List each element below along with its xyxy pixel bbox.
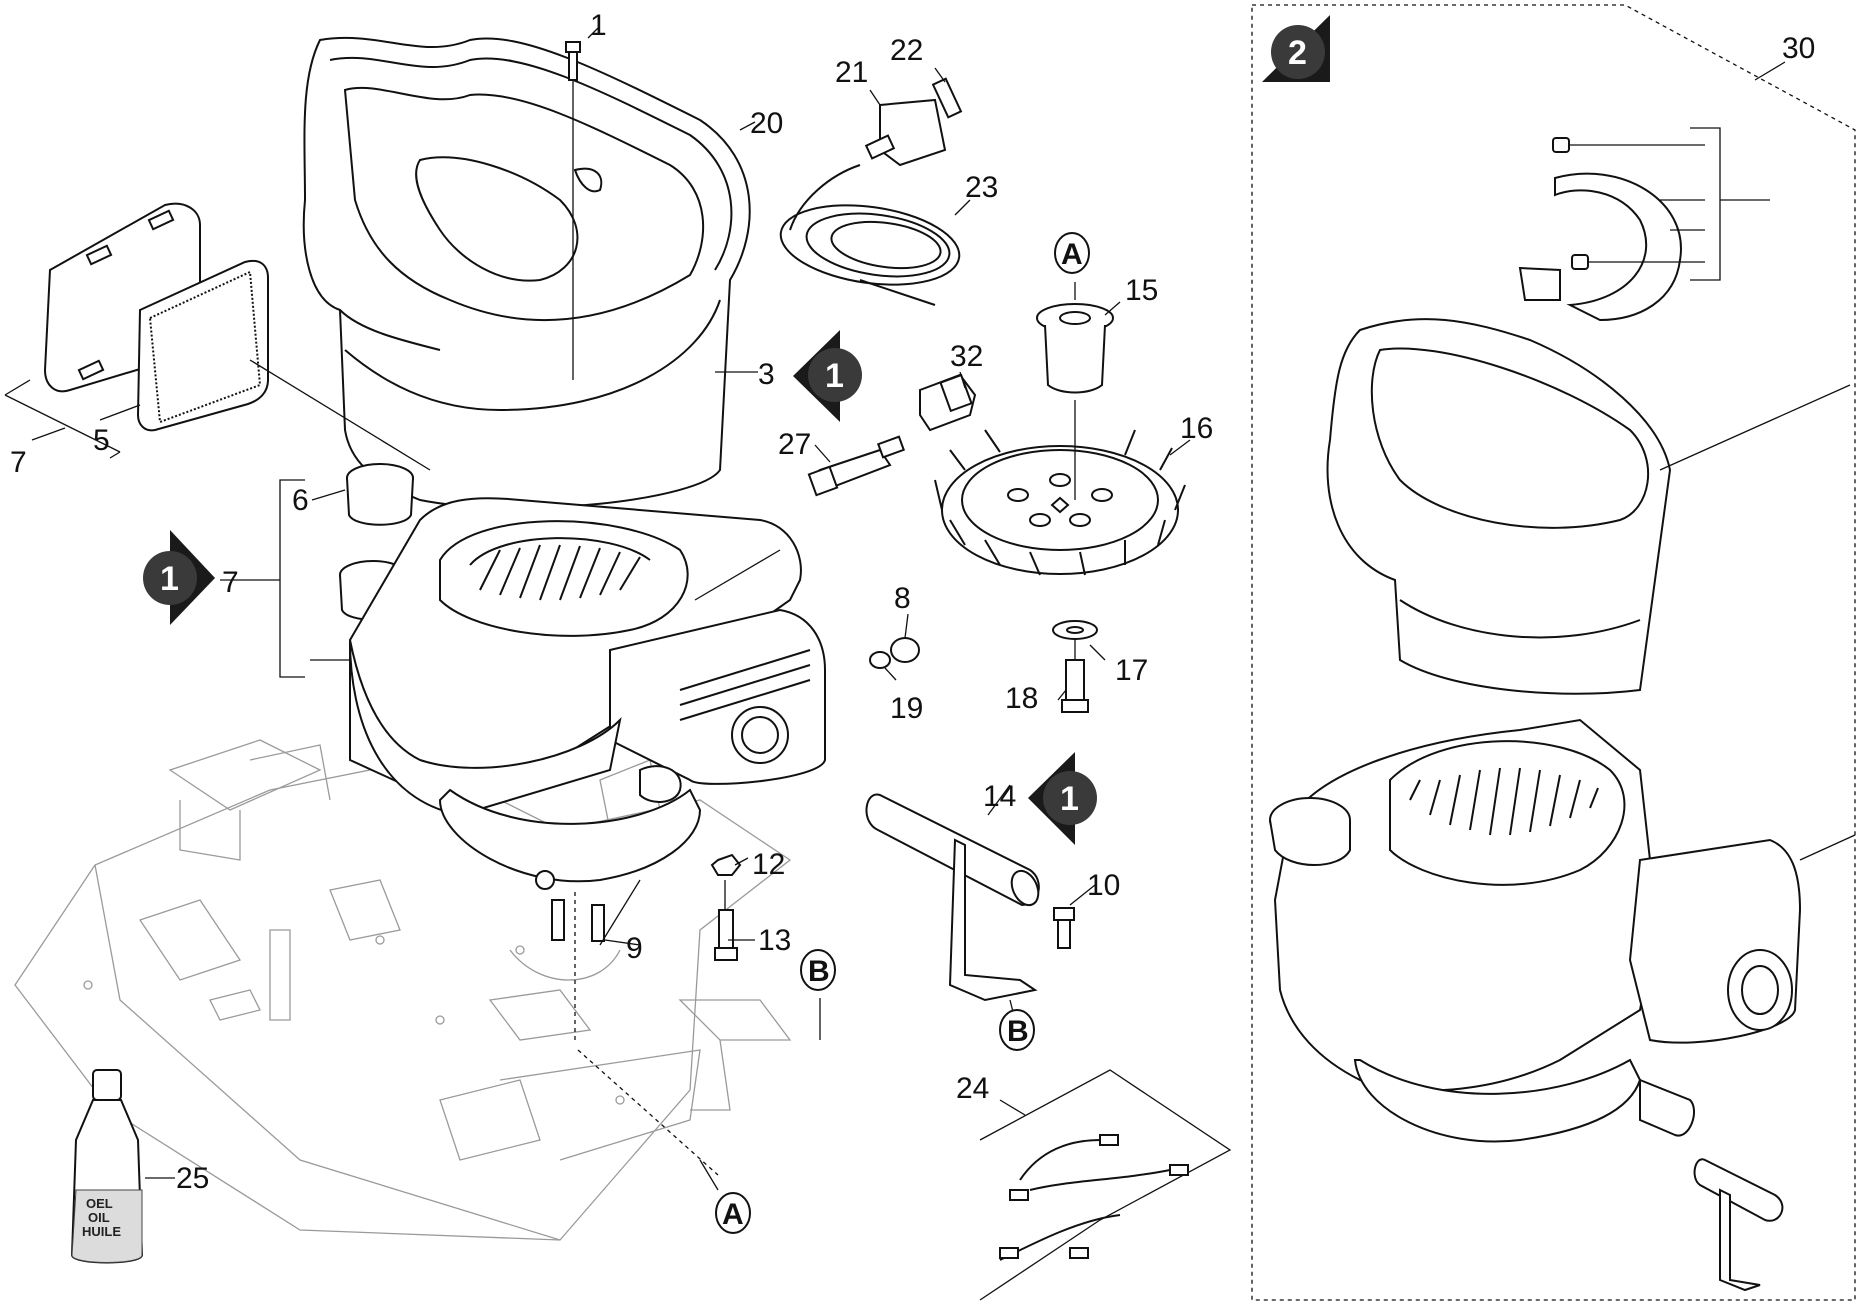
ref-a-top-label: A [1061, 238, 1083, 271]
bottle-label-line-1: OEL [86, 1196, 113, 1211]
label-part-13: 13 [758, 924, 791, 957]
ref-b-left-label: B [808, 955, 830, 988]
label-part-22: 22 [890, 34, 923, 67]
label-part-30: 30 [1782, 32, 1815, 65]
seal-part-19 [869, 651, 891, 669]
variant-badge-1-b-label: 1 [160, 560, 179, 598]
bolt-part-10 [1053, 907, 1075, 949]
variant-badge-1-a: 1 [793, 330, 862, 422]
variant-badge-2-label: 2 [1288, 34, 1307, 72]
label-part-1: 1 [590, 9, 607, 42]
ref-b-left [800, 949, 836, 991]
bushing-part-15 [1036, 303, 1114, 394]
label-part-19: 19 [890, 692, 923, 725]
ref-a-top [1054, 232, 1090, 274]
ref-b-right [999, 1009, 1035, 1051]
label-part-25: 25 [176, 1162, 209, 1195]
label-part-5: 5 [93, 424, 110, 457]
pin-part-9 [591, 904, 605, 942]
label-part-23: 23 [965, 171, 998, 204]
variant-badge-1-b: 1 [143, 530, 215, 625]
nut-part-12 [710, 853, 742, 876]
variant-badge-1-c-label: 1 [1060, 780, 1079, 818]
ref-a-bottom-label: A [722, 1198, 744, 1231]
key-part-8 [890, 637, 920, 663]
cooling-fan-part-16 [934, 429, 1186, 576]
shroud-bowl-part-3 [302, 36, 751, 510]
ref-b-right-label: B [1007, 1015, 1029, 1048]
label-part-9: 9 [626, 932, 643, 965]
starter-cord-part-23 [779, 164, 961, 306]
label-part-21: 21 [835, 56, 868, 89]
label-part-7-upper: 7 [10, 446, 27, 479]
label-part-15: 15 [1125, 274, 1158, 307]
label-part-10: 10 [1087, 869, 1120, 902]
oil-bottle-part-25: OEL OIL HUILE [70, 1069, 144, 1264]
label-part-24: 24 [956, 1072, 989, 1105]
fitting-part-32 [919, 373, 977, 432]
label-part-27: 27 [778, 428, 811, 461]
reference-letters: A A B B [715, 232, 1090, 1234]
label-part-8: 8 [894, 582, 911, 615]
label-part-16: 16 [1180, 412, 1213, 445]
wiring-harness-part-24 [979, 1069, 1232, 1301]
variant-badge-1-c: 1 [1028, 752, 1097, 845]
label-part-3: 3 [758, 358, 775, 391]
bottle-label-line-3: HUILE [82, 1224, 121, 1239]
engine-block [349, 497, 826, 941]
label-part-6: 6 [292, 484, 309, 517]
variant-badge-2: 2 [1262, 15, 1330, 82]
leader-lines [4, 27, 1856, 1191]
bolt-part-13 [714, 909, 738, 961]
bolt-part-18 [1061, 659, 1089, 713]
label-part-17: 17 [1115, 654, 1148, 687]
ref-a-bottom [715, 1192, 751, 1234]
tube-bracket-part-14 [865, 793, 1040, 1002]
screw-part-1 [565, 41, 581, 380]
label-part-7: 7 [222, 566, 239, 599]
label-part-12: 12 [752, 848, 785, 881]
part-labels: 1 20 21 22 23 15 32 3 16 27 5 7 6 7 8 19… [10, 9, 1815, 1195]
bottle-label-line-2: OIL [88, 1210, 110, 1225]
label-part-20: 20 [750, 107, 783, 140]
starter-handle-part-21 [864, 77, 963, 167]
washer-part-17 [1052, 620, 1098, 640]
frame-plate [14, 739, 792, 1241]
variant-badge-1-a-label: 1 [825, 357, 844, 395]
label-part-14: 14 [983, 780, 1016, 813]
spark-plug-part-27 [807, 435, 906, 497]
variant-panel-2 [1251, 4, 1856, 1301]
label-part-18: 18 [1005, 682, 1038, 715]
label-part-32: 32 [950, 340, 983, 373]
air-filter-part-5 [43, 202, 269, 432]
